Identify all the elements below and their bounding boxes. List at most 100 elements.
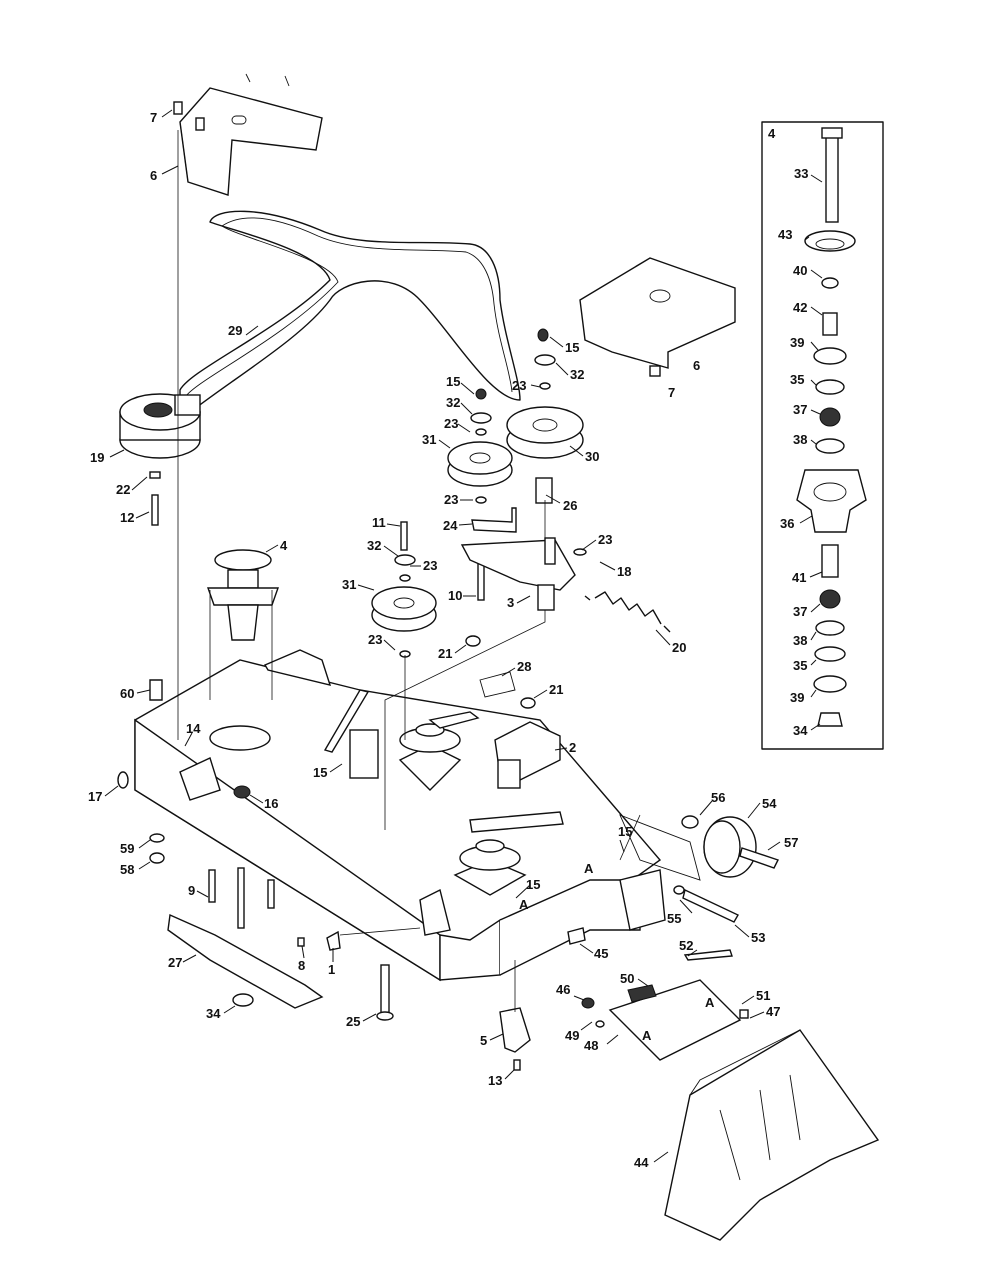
part-spindle-shaft <box>821 544 839 578</box>
callout-37: 37 <box>793 402 807 417</box>
callout-39: 39 <box>790 335 804 350</box>
part-nut-34 <box>232 993 254 1007</box>
part-bracket-24 <box>471 507 517 533</box>
inset-label: 4 <box>768 126 776 141</box>
part-bearing-cup <box>815 379 845 395</box>
callout-52: 52 <box>679 938 693 953</box>
callout-7: 7 <box>150 110 157 125</box>
callout-5: 5 <box>480 1033 487 1048</box>
callout-15: 15 <box>565 340 579 355</box>
callout-15: 15 <box>446 374 460 389</box>
callout-44: 44 <box>634 1155 649 1170</box>
bracket-5 <box>499 1007 531 1053</box>
callout-36: 36 <box>780 516 794 531</box>
callout-49: 49 <box>565 1028 579 1043</box>
callout-23: 23 <box>598 532 612 547</box>
callout-9: 9 <box>188 883 195 898</box>
callout-4: 4 <box>280 538 288 553</box>
callout-23: 23 <box>423 558 437 573</box>
part-clip-1 <box>326 930 341 951</box>
callout-2: 2 <box>569 740 576 755</box>
knob-21a <box>465 635 481 647</box>
callout-16: 16 <box>264 796 278 811</box>
callout-11: 11 <box>372 515 386 530</box>
callout-labels: 7 6 29 15 32 15 32 23 30 23 31 19 22 12 … <box>88 110 808 1170</box>
part-washer-59 <box>149 833 165 843</box>
small-washers <box>394 328 587 658</box>
callout-10: 10 <box>448 588 462 603</box>
callout-50: 50 <box>620 971 634 986</box>
part-spacer-26 <box>535 477 553 504</box>
callout-20: 20 <box>672 640 686 655</box>
part-bushing-56 <box>681 815 699 829</box>
ref-mark-a-3: A <box>705 995 715 1010</box>
part-bearing <box>819 407 841 427</box>
reference-marks: A A A A <box>519 861 715 1043</box>
discharge-chute <box>664 1029 880 1241</box>
callout-6: 6 <box>693 358 700 373</box>
callout-60: 60 <box>120 686 134 701</box>
spindle-parts <box>796 127 867 727</box>
part-rod-52 <box>683 949 733 961</box>
part-bearing-lower <box>819 589 841 609</box>
part-axle-57 <box>739 847 779 869</box>
deck-bracket-2 <box>428 711 561 789</box>
callout-29: 29 <box>228 323 242 338</box>
part-seal <box>813 347 847 365</box>
callout-30: 30 <box>585 449 599 464</box>
part-bolt-11 <box>400 521 408 551</box>
idler-pulley-30 <box>506 406 584 504</box>
callout-31: 31 <box>422 432 436 447</box>
part-washer <box>821 277 839 289</box>
part-nut-58 <box>149 852 165 864</box>
top-bracket-left <box>173 73 323 196</box>
part-nut-16 <box>233 785 251 799</box>
callout-15: 15 <box>526 877 540 892</box>
callout-37: 37 <box>793 604 807 619</box>
callout-42: 42 <box>793 300 807 315</box>
callout-47: 47 <box>766 1004 780 1019</box>
callout-23: 23 <box>368 632 382 647</box>
callout-32: 32 <box>367 538 381 553</box>
callout-15: 15 <box>313 765 327 780</box>
callout-19: 19 <box>90 450 104 465</box>
callout-34: 34 <box>206 1006 221 1021</box>
callout-43: 43 <box>778 227 792 242</box>
top-bracket-right <box>579 257 736 377</box>
callout-28: 28 <box>517 659 531 674</box>
callout-31: 31 <box>342 577 356 592</box>
callout-32: 32 <box>446 395 460 410</box>
callout-21: 21 <box>438 646 452 661</box>
ref-mark-a-2: A <box>519 897 529 912</box>
part-spindle-pulley <box>804 230 856 252</box>
callout-23: 23 <box>512 378 526 393</box>
callout-57: 57 <box>784 835 798 850</box>
callout-17: 17 <box>88 789 102 804</box>
clutch-pulley <box>119 393 201 459</box>
part-screw-8 <box>297 937 305 947</box>
callout-46: 46 <box>556 982 570 997</box>
part-bearing-cup-2 <box>815 438 845 454</box>
callout-55: 55 <box>667 911 681 926</box>
callout-1: 1 <box>328 962 335 977</box>
inset-frame <box>761 121 884 750</box>
drive-belt <box>179 210 521 421</box>
deck-bracket-rear <box>419 888 451 936</box>
callout-6: 6 <box>150 168 157 183</box>
part-spacer <box>822 312 838 336</box>
knob-21b <box>520 697 536 709</box>
callout-8: 8 <box>298 958 305 973</box>
callout-33: 33 <box>794 166 808 181</box>
hairpin-28 <box>479 671 516 698</box>
deck-spindle-center <box>398 723 462 791</box>
callout-18: 18 <box>617 564 631 579</box>
callout-32: 32 <box>570 367 584 382</box>
part-bolt-12 <box>151 494 159 526</box>
callout-39: 39 <box>790 690 804 705</box>
callout-21: 21 <box>549 682 563 697</box>
callout-56: 56 <box>711 790 725 805</box>
callout-45: 45 <box>594 946 608 961</box>
part-nut <box>817 712 843 727</box>
callout-25: 25 <box>346 1014 360 1029</box>
